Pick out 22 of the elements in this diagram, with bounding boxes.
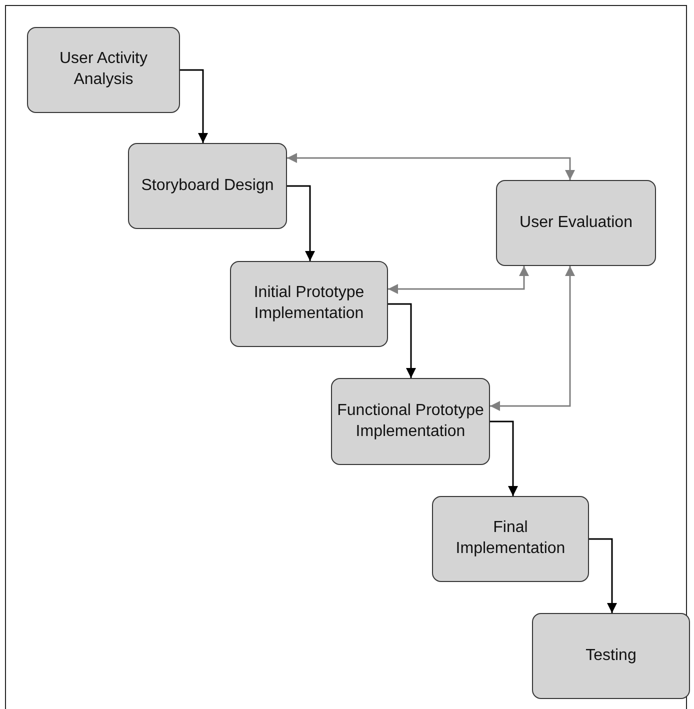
box-label: Final Implementation [454, 518, 566, 559]
box-label: Storyboard Design [141, 176, 274, 196]
process-box [128, 143, 287, 229]
process-box [27, 27, 180, 113]
box-label: Testing [586, 646, 636, 666]
arrow [388, 303, 416, 378]
arrow [490, 266, 575, 411]
arrow [180, 69, 208, 143]
process-box [230, 261, 388, 347]
arrow [589, 538, 617, 613]
box-label: Functional Prototype Implementation [336, 400, 485, 442]
arrow [287, 153, 575, 180]
process-box [496, 180, 656, 266]
box-label: Initial Prototype Implementation [252, 283, 366, 324]
process-box [331, 378, 490, 465]
box-label: User Evaluation [520, 212, 632, 233]
process-box [432, 496, 589, 582]
process-box [532, 613, 690, 699]
arrow [287, 185, 315, 261]
box-label: User Activity Analysis [58, 49, 148, 90]
arrow [388, 266, 529, 294]
arrow [490, 420, 518, 496]
